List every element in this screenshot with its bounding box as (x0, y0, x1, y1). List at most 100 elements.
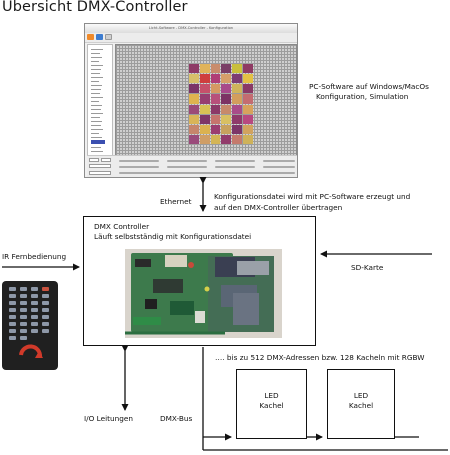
led-tile-box-1 (236, 369, 307, 439)
diagram-title: Übersicht DMX-Controller (2, 0, 188, 15)
led-tile-cell (221, 114, 232, 124)
control-field[interactable] (101, 158, 111, 162)
led-tile-cell (199, 104, 210, 114)
led-tile-cell (189, 104, 199, 114)
remote-key (20, 329, 27, 333)
led-tile-cell (243, 74, 253, 84)
led-tile-cell (221, 104, 232, 114)
led-tile-cell (210, 94, 221, 104)
led-tile-matrix (189, 64, 253, 144)
led-tile-cell (243, 114, 253, 124)
control-slider[interactable] (167, 166, 207, 168)
remote-key (20, 315, 27, 319)
led2-label-line1: LED (353, 391, 369, 400)
led-tile-cell (189, 84, 199, 94)
led-tile-cell (210, 114, 221, 124)
led-tile-cell (221, 84, 232, 94)
config-label-line2: auf den DMX-Controller übertragen (214, 203, 343, 212)
software-caption-line1: PC-Software auf Windows/MacOs (309, 82, 429, 91)
control-slider[interactable] (215, 166, 255, 168)
remote-key (42, 287, 49, 291)
control-button[interactable] (89, 171, 111, 175)
software-caption-line2: Konfiguration, Simulation (316, 92, 409, 101)
led-tile-cell (210, 124, 221, 134)
led-tile-cell (221, 94, 232, 104)
control-slider[interactable] (263, 160, 295, 162)
board-details (125, 255, 269, 335)
remote-key (42, 315, 49, 319)
remote-key (9, 315, 16, 319)
led-tile-cell (232, 84, 243, 94)
led-tile-cell (232, 124, 243, 134)
remote-key (9, 308, 16, 312)
led-tile-cell (189, 64, 199, 74)
remote-key (20, 322, 27, 326)
remote-key (42, 329, 49, 333)
led-tile-cell (210, 74, 221, 84)
led-tile-cell (199, 134, 210, 144)
led1-label-line2: Kachel (259, 401, 284, 410)
led-tile-cell (221, 124, 232, 134)
led-tile-cell (199, 64, 210, 74)
led-tile-cell (189, 74, 199, 84)
remote-key (31, 308, 38, 312)
led-tile-cell (199, 74, 210, 84)
control-slider[interactable] (215, 160, 255, 162)
led-tile-box-2 (327, 369, 395, 439)
led-tile-cell (189, 134, 199, 144)
toolbar-settings-icon (105, 34, 112, 40)
control-slider[interactable] (263, 166, 295, 168)
remote-key (42, 308, 49, 312)
remote-key (31, 329, 38, 333)
remote-key (42, 322, 49, 326)
led-tile-cell (221, 74, 232, 84)
control-slider[interactable] (119, 160, 159, 162)
led1-label-line1: LED (264, 391, 279, 400)
controller-label-line1: DMX Controller (94, 222, 150, 231)
led-tile-cell (243, 64, 253, 74)
remote-key (9, 322, 16, 326)
led-tile-cell (232, 74, 243, 84)
control-slider[interactable] (167, 160, 207, 162)
dmx-controller-box (83, 216, 316, 346)
led-tile-cell (210, 104, 221, 114)
software-toolbar (85, 33, 297, 43)
led-tile-cell (210, 134, 221, 144)
remote-key (9, 329, 16, 333)
remote-key (42, 301, 49, 305)
led-tile-cell (199, 114, 210, 124)
control-slider[interactable] (119, 166, 159, 168)
led-tile-cell (189, 114, 199, 124)
led-tile-cell (232, 94, 243, 104)
led-tile-cell (232, 64, 243, 74)
led2-label-line2: Kachel (348, 401, 374, 410)
led-tile-cell (189, 94, 199, 104)
remote-key (31, 287, 38, 291)
remote-key (31, 294, 38, 298)
remote-key (9, 294, 16, 298)
remote-key (31, 322, 38, 326)
led-tile-cell (243, 104, 253, 114)
ir-remote-photo (2, 281, 58, 370)
control-field[interactable] (89, 158, 99, 162)
toolbar-save-icon (96, 34, 103, 40)
led-tile-cell (221, 134, 232, 144)
led-tile-cell (243, 134, 253, 144)
toolbar-open-icon (87, 34, 94, 40)
control-field[interactable] (89, 164, 111, 168)
led-tile-cell (232, 114, 243, 124)
remote-logo-icon (19, 344, 43, 358)
led-tile-cell (199, 94, 210, 104)
remote-key (20, 301, 27, 305)
remote-key (20, 308, 27, 312)
remote-key (31, 315, 38, 319)
pc-software-screenshot: Licht-Software - DMX-Controller - Konfig… (84, 23, 298, 178)
remote-key (20, 336, 27, 340)
led-tile-cell (232, 134, 243, 144)
sd-label: SD-Karte (351, 263, 384, 272)
remote-key (20, 294, 27, 298)
remote-key (9, 287, 16, 291)
controller-label-line2: Läuft selbstständig mit Konfigurationsda… (94, 232, 252, 241)
control-slider[interactable] (119, 172, 295, 174)
ir-label: IR Fernbedienung (2, 252, 67, 261)
